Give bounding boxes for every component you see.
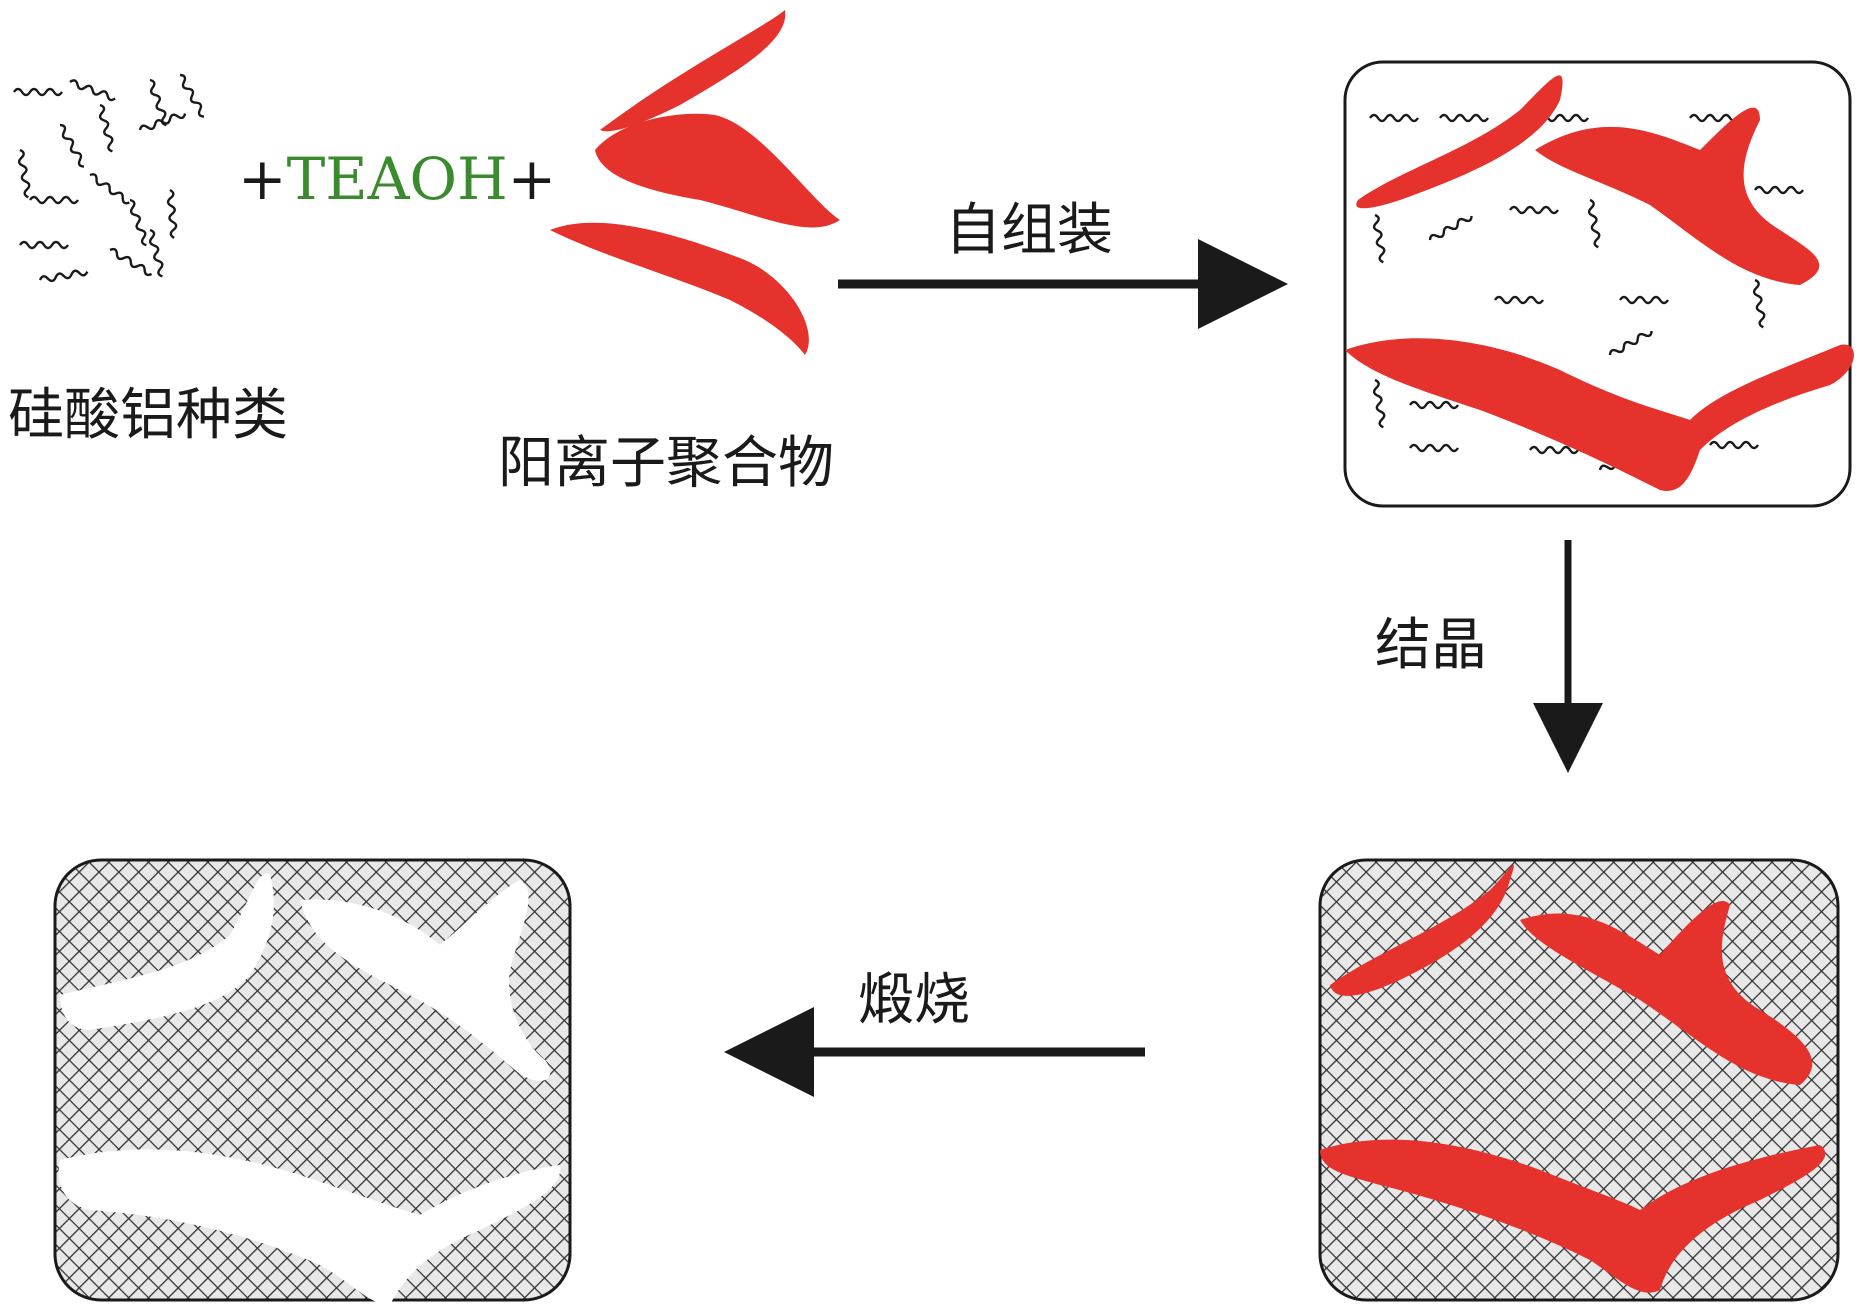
calcination-label: 煅烧 (858, 955, 970, 1036)
plus-right: + (508, 145, 557, 213)
plus-left: + (238, 145, 287, 213)
self-assembled-box (1345, 62, 1854, 506)
cationic-polymer-label: 阳离子聚合物 (498, 418, 834, 499)
self-assembly-label: 自组装 (945, 185, 1113, 266)
teaoh-label: TEAOH (287, 145, 508, 213)
crystallized-box (1320, 860, 1838, 1300)
aluminosilicate-label: 硅酸铝种类 (8, 370, 288, 451)
crystallization-label: 结晶 (1375, 600, 1487, 681)
reactant-formula: +TEAOH+ (238, 145, 556, 213)
calcined-box (55, 860, 570, 1305)
cationic-polymer-strands (550, 10, 840, 355)
aluminosilicate-squiggles (14, 74, 207, 283)
